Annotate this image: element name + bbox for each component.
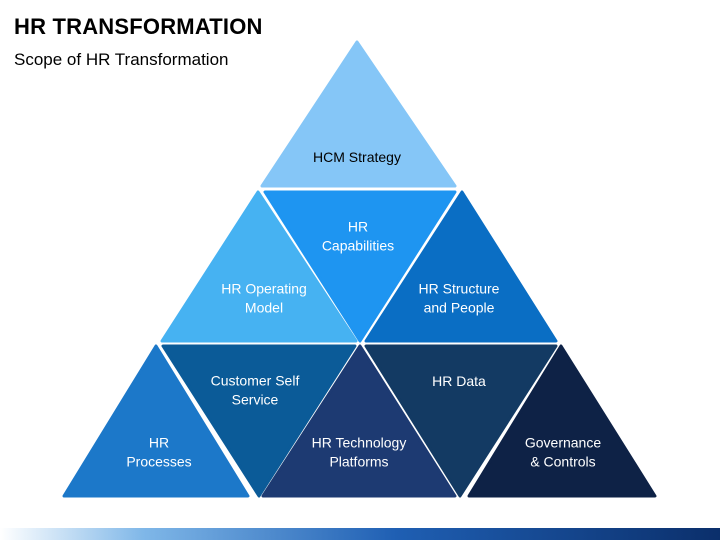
triangle-label-capabilities: HR Capabilities <box>322 219 394 254</box>
triangle-technology <box>261 344 457 498</box>
triangle-label-data: HR Data <box>432 373 486 389</box>
footer-gradient-bar <box>0 528 720 540</box>
triangle-label-line: & Controls <box>530 454 595 470</box>
triangle-label-line: HR Technology <box>312 435 407 451</box>
triangle-label-line: Customer Self <box>211 373 300 389</box>
triangle-label-line: Platforms <box>329 454 388 470</box>
triangle-label-line: HR Structure <box>419 281 500 297</box>
triangle-label-processes: HR Processes <box>126 435 191 470</box>
triangle-label-hcm: HCM Strategy <box>313 149 401 165</box>
page-subtitle: Scope of HR Transformation <box>14 50 229 69</box>
triangle-label-structure: HR Structure and People <box>419 281 500 316</box>
triangle-label-line: HR <box>348 219 368 235</box>
triangle-label-line: HR Operating <box>221 281 307 297</box>
triangle-structure <box>364 190 558 343</box>
triangle-processes <box>62 344 250 498</box>
page-title: HR TRANSFORMATION <box>14 14 263 39</box>
triangle-label-line: Model <box>245 300 283 316</box>
triangle-label-governance: Governance & Controls <box>525 435 601 470</box>
triangle-label-line: HR Data <box>432 373 486 389</box>
triangle-governance <box>467 344 657 498</box>
triangle-label-line: Service <box>232 392 279 408</box>
triangle-hcm <box>260 40 457 188</box>
triangle-data <box>364 344 558 498</box>
triangle-label-line: HR <box>149 435 169 451</box>
triangle-label-line: HCM Strategy <box>313 149 401 165</box>
triangle-operating <box>160 190 358 343</box>
triangle-capabilities <box>263 190 457 343</box>
triangle-selfservice <box>161 344 357 498</box>
triangle-label-line: Capabilities <box>322 238 394 254</box>
triangle-label-line: Governance <box>525 435 601 451</box>
triangle-label-line: Processes <box>126 454 191 470</box>
triangle-label-line: and People <box>424 300 495 316</box>
